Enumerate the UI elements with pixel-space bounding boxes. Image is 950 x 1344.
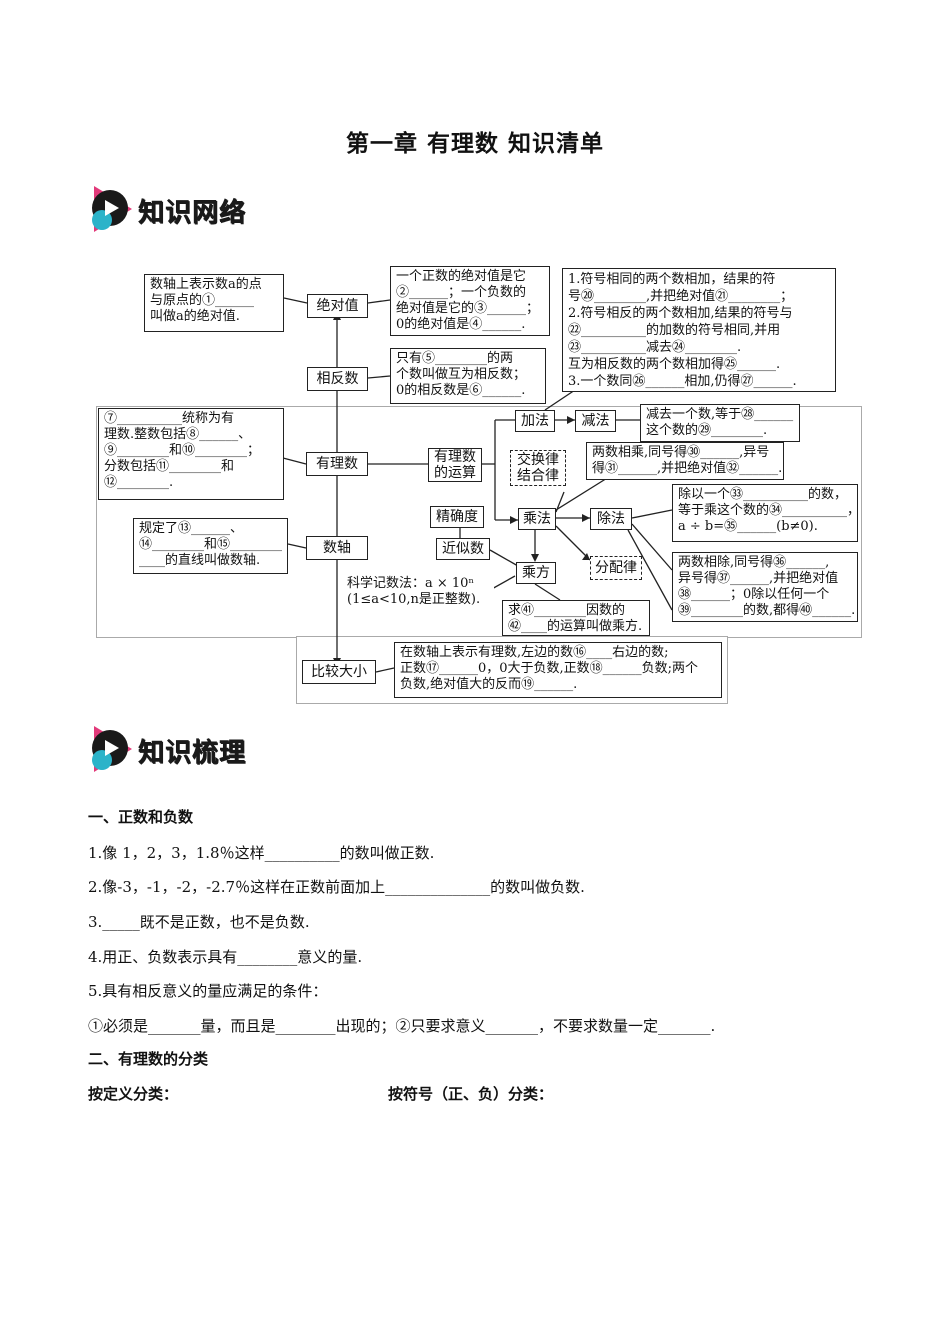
- text-line: 互为相反数的两个数相加得㉕______.: [568, 357, 781, 372]
- ops-line-2: 的运算: [434, 465, 476, 481]
- text-line: 2.符号相反的两个数相加,结果的符号与: [568, 306, 793, 321]
- text-line: 1.符号相同的两个数相加，结果的符: [568, 272, 776, 287]
- text-line: 绝对值是它的③______；: [396, 301, 540, 316]
- play-logo-icon: [92, 186, 132, 232]
- text-line: ⑦__________统称为有: [104, 411, 235, 426]
- badge-label: 知识梳理: [138, 738, 247, 768]
- heading-classification: 二、有理数的分类: [88, 1050, 209, 1068]
- box-axis-definition: 规定了⑬______、 ⑭________和⑮________ ____的直线叫…: [133, 518, 288, 574]
- box-division-rule-1: 除以一个㉝__________的数， 等于乘这个数的㉞__________， a…: [672, 484, 858, 542]
- text-line-5: 5.具有相反意义的量应满足的条件：: [88, 982, 328, 1000]
- assoc-line-1: 交换律: [517, 452, 559, 468]
- text-line: 两数相乘,同号得㉚______,异号: [592, 445, 770, 460]
- text-line: (1≤a<10,n是正整数).: [347, 592, 481, 607]
- label-by-sign: 按符号（正、负）分类：: [388, 1085, 554, 1103]
- box-addition-rules: 1.符号相同的两个数相加，结果的符 号⑳________,并把绝对值㉑_____…: [562, 268, 836, 392]
- text-line: 等于乘这个数的㉞__________，: [678, 503, 858, 518]
- node-compare-size: 比较大小: [302, 660, 376, 684]
- text-line: 0的相反数是⑥______.: [396, 383, 526, 398]
- text-line: ____的直线叫做数轴.: [139, 553, 261, 568]
- text-line: 得㉛______,并把绝对值㉜______.: [592, 461, 783, 476]
- section-badge-review: 知识梳理: [88, 722, 268, 776]
- text-line: 正数⑰______0，0大于负数,正数⑱______负数;两个: [400, 661, 699, 676]
- text-line: 叫做a的绝对值.: [150, 309, 240, 324]
- text-line: 分数包括⑪________和: [104, 459, 235, 474]
- text-line: ⑫________.: [104, 475, 174, 490]
- node-subtraction: 减法: [575, 410, 616, 432]
- text-line: 理数.整数包括⑧______、: [104, 427, 252, 442]
- assoc-line-2: 结合律: [517, 468, 559, 484]
- box-abs-definition: 数轴上表示数a的点 与原点的①______ 叫做a的绝对值.: [144, 274, 284, 332]
- node-multiplication: 乘法: [518, 508, 556, 530]
- node-rational-operations: 有理数 的运算: [428, 448, 482, 482]
- label-by-definition: 按定义分类：: [88, 1085, 179, 1103]
- text-line-3: 3._____既不是正数，也不是负数.: [88, 913, 310, 931]
- text-line: ②______；一个负数的: [396, 285, 527, 300]
- text-line: 减去一个数,等于㉘______: [646, 407, 794, 422]
- text-line: ㉓__________减去㉔________.: [568, 340, 742, 355]
- text-line: 0的绝对值是④______.: [396, 317, 526, 332]
- text-line: ㉒__________的加数的符号相同,并用: [568, 323, 781, 338]
- box-power-definition: 求㊶________因数的 ㊷____的运算叫做乘方.: [502, 600, 650, 636]
- text-line-4: 4.用正、负数表示具有________意义的量.: [88, 948, 363, 966]
- text-line-2: 2.像-3，-1，-2，-2.7％这样在正数前面加上______________…: [88, 878, 585, 896]
- box-opposite-property: 只有⑤________的两 个数叫做互为相反数； 0的相反数是⑥______.: [390, 348, 546, 404]
- text-line: a ÷ b=㉟______(b≠0).: [678, 519, 818, 534]
- text-line: 一个正数的绝对值是它: [396, 269, 527, 284]
- text-line: 求㊶________因数的: [508, 603, 626, 618]
- node-approximate: 近似数: [436, 538, 490, 560]
- text-line: 异号得㊲______,并把绝对值: [678, 571, 839, 586]
- text-line: 号⑳________,并把绝对值㉑________；: [568, 289, 794, 304]
- text-line: ㊴________的数,都得㊵______.: [678, 603, 856, 618]
- section-badge-network: 知识网络: [88, 182, 268, 236]
- box-subtraction-rule: 减去一个数,等于㉘______ 这个数的㉙________.: [640, 404, 800, 442]
- text-line: 3.一个数同㉖______相加,仍得㉗______.: [568, 374, 797, 389]
- node-absolute-value: 绝对值: [307, 294, 368, 318]
- node-commutative-associative: 交换律 结合律: [510, 450, 566, 486]
- text-line-6: ①必须是_______量，而且是________出现的；②只要求意义______…: [88, 1017, 716, 1035]
- box-multiplication-rule: 两数相乘,同号得㉚______,异号 得㉛______,并把绝对值㉜______…: [586, 442, 784, 480]
- node-power: 乘方: [516, 562, 556, 584]
- node-number-axis: 数轴: [306, 536, 368, 560]
- heading-positive-negative: 一、正数和负数: [88, 808, 194, 826]
- text-line: 个数叫做互为相反数；: [396, 367, 527, 382]
- ops-line-1: 有理数: [434, 449, 476, 465]
- node-addition: 加法: [515, 410, 555, 432]
- box-scientific-notation: 科学记数法：a × 10ⁿ (1≤a<10,n是正整数).: [342, 574, 494, 612]
- text-line: 科学记数法：a × 10ⁿ: [347, 576, 475, 591]
- node-distributive-law: 分配律: [590, 556, 642, 580]
- play-logo-icon: [92, 726, 132, 772]
- text-line: 两数相除,同号得㊱______,: [678, 555, 830, 570]
- text-line: 与原点的①______: [150, 293, 255, 308]
- text-line: 负数,绝对值大的反而⑲______.: [400, 677, 578, 692]
- box-division-rule-2: 两数相除,同号得㊱______, 异号得㊲______,并把绝对值 ㊳_____…: [672, 552, 858, 622]
- text-line: 在数轴上表示有理数,左边的数⑯____右边的数;: [400, 645, 669, 660]
- text-line: 这个数的㉙________.: [646, 423, 768, 438]
- node-precision: 精确度: [430, 506, 484, 528]
- page-title: 第一章 有理数 知识清单: [345, 131, 604, 157]
- text-line: 除以一个㉝__________的数，: [678, 487, 848, 502]
- text-line: ㊷____的运算叫做乘方.: [508, 619, 643, 634]
- node-division: 除法: [590, 508, 632, 530]
- text-line: 数轴上表示数a的点: [150, 277, 262, 292]
- text-line-1: 1.像 1，2，3，1.8％这样__________的数叫做正数.: [88, 844, 435, 862]
- text-line: 规定了⑬______、: [139, 521, 244, 536]
- text-line: ⑨________和⑩________；: [104, 443, 261, 458]
- box-classification: ⑦__________统称为有 理数.整数包括⑧______、 ⑨_______…: [98, 408, 284, 500]
- node-opposite-number: 相反数: [307, 367, 368, 391]
- text-line: ㊳______；0除以任何一个: [678, 587, 830, 602]
- box-abs-property: 一个正数的绝对值是它 ②______；一个负数的 绝对值是它的③______； …: [390, 266, 550, 336]
- node-rational-number: 有理数: [306, 452, 368, 476]
- text-line: ⑭________和⑮________: [139, 537, 283, 552]
- text-line: 只有⑤________的两: [396, 351, 514, 366]
- badge-label: 知识网络: [138, 198, 247, 228]
- box-compare-rule: 在数轴上表示有理数,左边的数⑯____右边的数; 正数⑰______0，0大于负…: [394, 642, 722, 698]
